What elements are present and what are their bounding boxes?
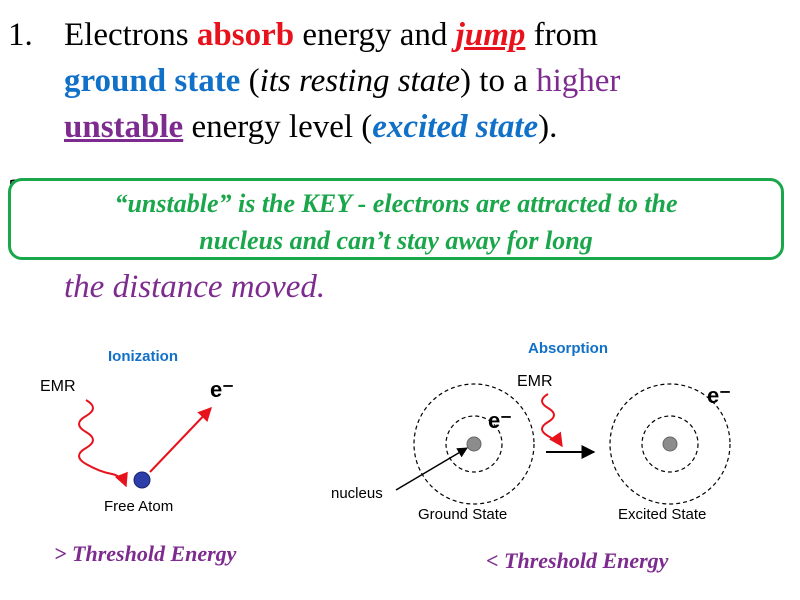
ionization-diagram: Ionization EMR e⁻ Free Atom <box>40 348 234 515</box>
nucleus-pointer-arrow <box>395 447 468 491</box>
nucleus-label: nucleus <box>331 485 383 502</box>
ionization-emr-wave <box>78 399 128 488</box>
word-absorb: absorb <box>196 17 295 53</box>
free-atom <box>133 471 151 489</box>
term-excited-state: excited state <box>372 109 539 145</box>
text-from: from <box>525 17 598 53</box>
point-1-text: Electrons absorb energy and jump from gr… <box>64 12 784 150</box>
excited-outer-orbit <box>609 383 731 505</box>
ground-nucleus <box>466 436 482 452</box>
ground-state-label: Ground State <box>418 506 507 523</box>
callout-box: “unstable” is the KEY - electrons are at… <box>8 178 784 260</box>
text-energy-level: energy level ( <box>183 109 373 145</box>
absorption-diagram: Absorption EMR e⁻ nucleus Ground State e… <box>331 340 731 523</box>
free-atom-label: Free Atom <box>104 498 173 515</box>
excited-electron-label: e⁻ <box>707 383 731 408</box>
absorption-title: Absorption <box>528 340 608 357</box>
term-resting-state: its resting state <box>259 63 461 99</box>
text-electrons: Electrons <box>64 17 197 53</box>
ionization-title: Ionization <box>108 348 178 365</box>
excited-state-label: Excited State <box>618 506 706 523</box>
word-higher: higher <box>536 63 621 99</box>
excited-inner-orbit <box>641 415 699 473</box>
ionization-electron-arrow <box>149 406 212 473</box>
text-paren-open: ( <box>240 63 260 99</box>
excited-nucleus <box>662 436 678 452</box>
term-ground-state: ground state <box>64 63 241 99</box>
absorption-emr-label: EMR <box>517 373 553 390</box>
ground-outer-orbit <box>413 383 535 505</box>
callout-line-2: nucleus and can’t stay away for long <box>199 226 593 255</box>
callout-line-1: “unstable” is the KEY - electrons are at… <box>114 189 678 218</box>
diagram: Ionization EMR e⁻ Free Atom Absorption E… <box>40 340 731 523</box>
ionization-threshold: > Threshold Energy <box>54 541 237 566</box>
ground-electron-label: e⁻ <box>488 408 512 433</box>
text-paren-close: ). <box>538 109 558 145</box>
ionization-emr-label: EMR <box>40 378 76 395</box>
word-unstable: unstable <box>64 109 184 145</box>
text-energy-and: energy and <box>294 17 456 53</box>
point-1-number: 1. <box>8 17 33 53</box>
text-to-a: ) to a <box>460 63 537 99</box>
ionization-electron-label: e⁻ <box>210 377 234 402</box>
word-jump: jump <box>455 17 526 53</box>
absorption-emr-wave <box>541 393 563 448</box>
ground-inner-orbit <box>445 415 503 473</box>
absorption-threshold: < Threshold Energy <box>486 548 669 573</box>
point-2-tail: the distance moved. <box>64 269 326 305</box>
